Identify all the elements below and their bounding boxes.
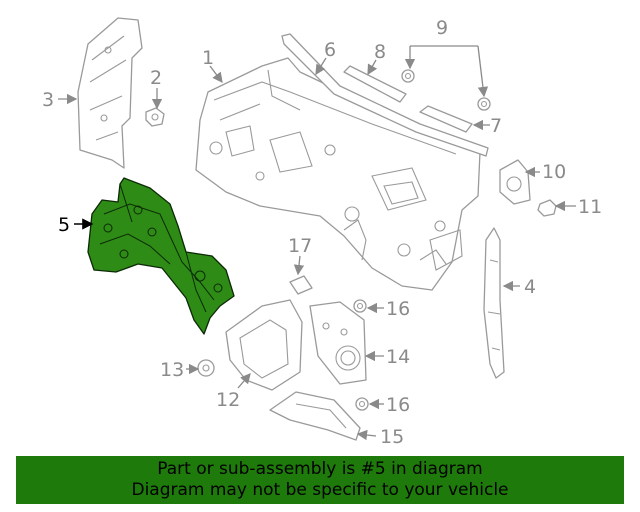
part-6-cowl-strip xyxy=(281,33,489,157)
part-16-clips xyxy=(353,299,369,411)
banner-line-2: Diagram may not be specific to your vehi… xyxy=(131,480,509,500)
part-2-bolt xyxy=(145,107,165,127)
part-1-dash-panel xyxy=(195,57,481,291)
callout-6: 6 xyxy=(324,39,336,61)
callout-9: 9 xyxy=(436,17,448,39)
callout-1: 1 xyxy=(202,47,214,69)
callout-8: 8 xyxy=(374,41,386,63)
part-7-seal xyxy=(419,105,473,133)
part-10-bracket xyxy=(499,159,531,205)
part-15-lower-panel xyxy=(269,391,361,441)
part-5-highlighted-insulator xyxy=(87,177,235,335)
part-11-bolt xyxy=(537,199,557,217)
part-14-insulator xyxy=(309,301,367,385)
part-3-side-panel xyxy=(77,17,143,169)
callout-4: 4 xyxy=(524,276,536,298)
parts-diagram: 3 2 1 6 8 9 7 10 11 5 17 4 16 14 13 12 1… xyxy=(42,17,602,448)
info-banner: Part or sub-assembly is #5 in diagram Di… xyxy=(16,456,624,504)
callout-11: 11 xyxy=(578,196,602,218)
callout-5: 5 xyxy=(58,214,70,236)
callout-numbers: 3 2 1 6 8 9 7 10 11 5 17 4 16 14 13 12 1… xyxy=(42,17,602,448)
callout-17: 17 xyxy=(288,235,312,257)
callout-10: 10 xyxy=(542,161,566,183)
callout-13: 13 xyxy=(160,359,184,381)
callout-2: 2 xyxy=(150,67,162,89)
part-8-seal xyxy=(343,65,407,103)
part-4-brace xyxy=(483,227,505,379)
leader-lines xyxy=(58,45,576,441)
part-9-nuts xyxy=(401,69,491,111)
callout-7: 7 xyxy=(490,115,502,137)
part-13-nut xyxy=(197,359,215,377)
callout-3: 3 xyxy=(42,89,54,111)
callout-16-lower: 16 xyxy=(386,394,410,416)
banner-line-1: Part or sub-assembly is #5 in diagram xyxy=(157,459,483,479)
callout-16-upper: 16 xyxy=(386,298,410,320)
callout-15: 15 xyxy=(380,426,404,448)
part-12-insulator xyxy=(225,299,303,391)
callout-14: 14 xyxy=(386,346,410,368)
callout-12: 12 xyxy=(216,389,240,411)
part-17-clip xyxy=(289,275,313,295)
